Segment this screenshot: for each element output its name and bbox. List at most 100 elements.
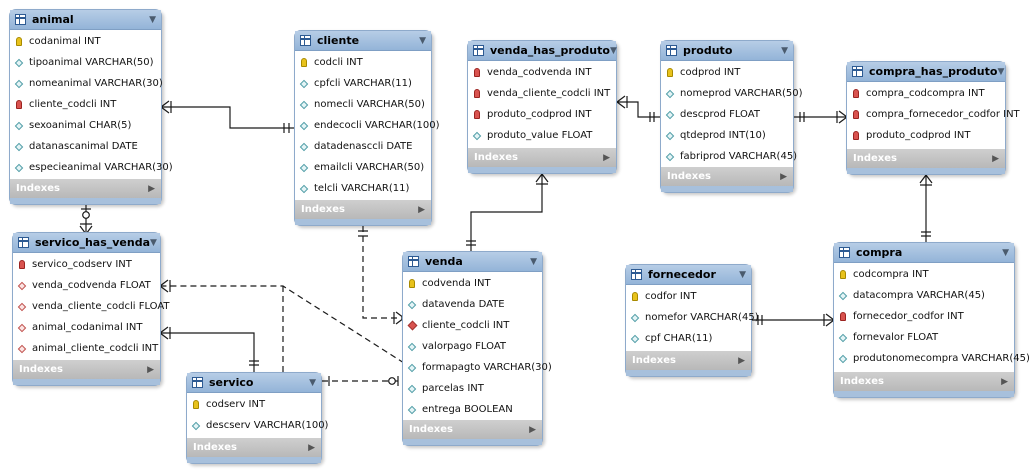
column-row[interactable]: cpf CHAR(11) (626, 328, 751, 349)
column-row[interactable]: nomeanimal VARCHAR(30) (10, 73, 163, 94)
indexes-label: Indexes (853, 153, 897, 164)
column-row[interactable]: codcli INT (295, 52, 431, 73)
column-row[interactable]: datavenda DATE (403, 294, 542, 315)
indexes-section[interactable]: Indexes▶ (13, 360, 160, 379)
column-row[interactable]: parcelas INT (403, 378, 542, 399)
column-row[interactable]: venda_cliente_codcli INT (468, 83, 616, 104)
column-row[interactable]: nomefor VARCHAR(45) (626, 307, 759, 328)
expand-arrow-icon[interactable]: ▶ (1001, 376, 1008, 387)
column-label: sexoanimal CHAR(5) (29, 120, 132, 131)
expand-arrow-icon[interactable]: ▶ (148, 183, 155, 194)
column-row[interactable]: descserv VARCHAR(100) (187, 415, 328, 436)
column-row[interactable]: cliente_codcli INT (10, 94, 161, 115)
column-row[interactable]: codprod INT (661, 62, 793, 83)
column-row[interactable]: datacompra VARCHAR(45) (834, 285, 1014, 306)
indexes-section[interactable]: Indexes ▶ (661, 167, 793, 186)
column-row[interactable]: produto_codprod INT (847, 125, 1005, 146)
expand-arrow-icon[interactable]: ▶ (603, 152, 610, 163)
indexes-label: Indexes (667, 171, 711, 182)
column-row[interactable]: nomecli VARCHAR(50) (295, 94, 431, 115)
column-row[interactable]: codvenda INT (403, 273, 542, 294)
column-row[interactable]: fornecedor_codfor INT (834, 306, 1014, 327)
collapse-arrow-icon[interactable]: ▼ (419, 35, 426, 46)
indexes-section[interactable]: Indexes▶ (626, 351, 751, 370)
column-icon (630, 313, 640, 323)
collapse-arrow-icon[interactable]: ▼ (781, 45, 788, 56)
foreign-key-icon (851, 110, 861, 120)
column-row[interactable]: descprod FLOAT (661, 104, 793, 125)
column-row[interactable]: especieanimal VARCHAR(30) (10, 157, 173, 178)
column-row[interactable]: sexoanimal CHAR(5) (10, 115, 161, 136)
indexes-section[interactable]: Indexes▶ (468, 148, 616, 167)
column-row[interactable]: produtonomecompra VARCHAR(45) (834, 348, 1030, 369)
column-row[interactable]: codserv INT (187, 394, 321, 415)
column-label: emailcli VARCHAR(50) (314, 162, 425, 173)
collapse-arrow-icon[interactable]: ▼ (150, 237, 157, 248)
column-row[interactable]: datadenasccli DATE (295, 136, 431, 157)
collapse-arrow-icon[interactable]: ▼ (1002, 247, 1009, 258)
column-row[interactable]: codanimal INT (10, 31, 161, 52)
column-label: valorpago FLOAT (422, 341, 507, 352)
column-row[interactable]: codcompra INT (834, 264, 1014, 285)
collapse-arrow-icon[interactable]: ▼ (309, 377, 316, 388)
column-row[interactable]: datanascanimal DATE (10, 136, 161, 157)
collapse-arrow-icon[interactable]: ▼ (739, 269, 746, 280)
column-row[interactable]: fabriprod VARCHAR(45) (661, 146, 797, 167)
foreign-key-icon (472, 68, 482, 78)
column-row[interactable]: nomeprod VARCHAR(50) (661, 83, 803, 104)
column-row[interactable]: telcli VARCHAR(11) (295, 178, 431, 199)
indexes-section[interactable]: Indexes▶ (187, 438, 321, 457)
column-row[interactable]: animal_codanimal INT (13, 317, 160, 338)
column-row[interactable]: produto_codprod INT (468, 104, 616, 125)
column-row[interactable]: compra_fornecedor_codfor INT (847, 104, 1020, 125)
expand-arrow-icon[interactable]: ▶ (738, 355, 745, 366)
expand-arrow-icon[interactable]: ▶ (992, 153, 999, 164)
collapse-arrow-icon[interactable]: ▼ (149, 14, 156, 25)
column-row[interactable]: servico_codserv INT (13, 254, 160, 275)
indexes-section[interactable]: Indexes▶ (834, 372, 1014, 391)
column-row[interactable]: venda_cliente_codcli FLOAT (13, 296, 170, 317)
column-row[interactable]: produto_value FLOAT (468, 125, 616, 146)
column-row[interactable]: venda_codvenda FLOAT (13, 275, 160, 296)
column-row[interactable]: codfor INT (626, 286, 751, 307)
expand-arrow-icon[interactable]: ▶ (418, 204, 425, 215)
column-row[interactable]: emailcli VARCHAR(50) (295, 157, 431, 178)
column-row[interactable]: venda_codvenda INT (468, 62, 616, 83)
table-title: venda_has_produto (490, 44, 610, 57)
collapse-arrow-icon[interactable]: ▼ (997, 66, 1005, 77)
column-row[interactable]: animal_cliente_codcli INT (13, 338, 160, 359)
expand-arrow-icon[interactable]: ▶ (780, 171, 787, 182)
table-compra-has-produto[interactable]: compra_has_produto▼ compra_codcompra INT… (846, 61, 1020, 175)
indexes-section[interactable]: Indexes ▶ (847, 149, 1005, 168)
indexes-section[interactable]: Indexes▶ (10, 179, 161, 198)
column-row[interactable]: endecocli VARCHAR(100) (295, 115, 440, 136)
column-row[interactable]: qtdeprod INT(10) (661, 125, 793, 146)
column-row[interactable]: entrega BOOLEAN (403, 399, 542, 420)
column-row[interactable]: tipoanimal VARCHAR(50) (10, 52, 161, 73)
collapse-arrow-icon[interactable]: ▼ (609, 45, 617, 56)
column-row[interactable]: fornevalor FLOAT (834, 327, 1014, 348)
indexes-section[interactable]: Indexes▶ (295, 200, 431, 219)
collapse-arrow-icon[interactable]: ▼ (530, 256, 537, 267)
expand-arrow-icon[interactable]: ▶ (147, 364, 154, 375)
column-row[interactable]: cpfcli VARCHAR(11) (295, 73, 431, 94)
column-row[interactable]: valorpago FLOAT (403, 336, 542, 357)
indexes-section[interactable]: Indexes▶ (403, 420, 542, 439)
column-row[interactable]: cliente_codcli INT (403, 315, 542, 336)
column-row[interactable]: compra_codcompra INT (847, 83, 1005, 104)
table-icon (192, 377, 203, 388)
expand-arrow-icon[interactable]: ▶ (308, 442, 315, 453)
primary-key-icon (630, 292, 640, 302)
expand-arrow-icon[interactable]: ▶ (529, 424, 536, 435)
primary-key-icon (838, 270, 848, 280)
column-row[interactable]: formapagto VARCHAR(30) (403, 357, 552, 378)
